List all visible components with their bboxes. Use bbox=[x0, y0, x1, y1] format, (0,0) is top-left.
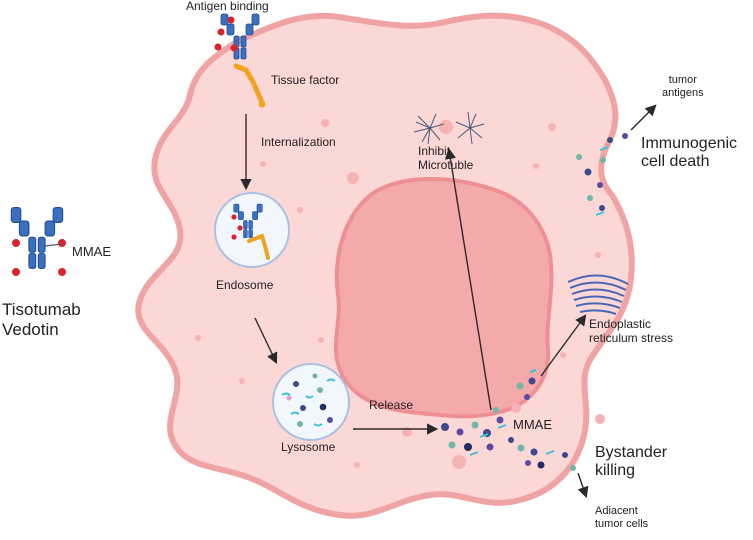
arrow-er-stress bbox=[540, 314, 587, 377]
label-adjacent-tumor-cells: Adiacent tumor cells bbox=[595, 505, 649, 530]
payload-star-icons bbox=[214, 16, 238, 52]
mmae-payload-icons bbox=[12, 239, 66, 276]
label-internalization: Internalization bbox=[261, 135, 336, 149]
arrow-adjacent-cells bbox=[577, 472, 589, 499]
tisotumab-vedotin-icon bbox=[10, 207, 64, 269]
label-mmae-legend: MMAE bbox=[72, 244, 111, 259]
label-inhibit-microtubule: Inhibit Microtuble bbox=[418, 144, 474, 172]
arrow-tumor-antigens bbox=[630, 104, 657, 131]
tissue-factor-icon bbox=[233, 63, 264, 103]
label-immunogenic-cell-death: Immunogenic cell death bbox=[641, 135, 738, 171]
label-tissue-factor: Tissue factor bbox=[271, 73, 340, 87]
mmae-particles bbox=[441, 133, 628, 471]
lysosome-contents bbox=[281, 373, 336, 427]
arrow-endosome-lysosome bbox=[254, 317, 278, 365]
lysosome-vesicle bbox=[272, 363, 350, 441]
label-lysosome: Lysosome bbox=[281, 440, 336, 454]
label-release: Release bbox=[369, 398, 414, 412]
nucleus bbox=[333, 177, 554, 419]
label-mmae-center: MMAE bbox=[513, 417, 552, 432]
label-endosome: Endosome bbox=[216, 278, 274, 292]
label-tumor-antigens: tumor antigens bbox=[662, 74, 704, 99]
microtubule-icon bbox=[413, 111, 485, 145]
label-er-stress: Endoplastic reticulum stress bbox=[589, 317, 674, 345]
label-antigen-binding: Antigen binding bbox=[186, 0, 269, 13]
label-drug-name: Tisotumab Vedotin bbox=[2, 300, 81, 339]
arrow-microtubule bbox=[444, 147, 492, 411]
label-bystander-killing: Bystander killing bbox=[595, 444, 668, 480]
endoplasmic-reticulum-icon bbox=[567, 274, 629, 315]
